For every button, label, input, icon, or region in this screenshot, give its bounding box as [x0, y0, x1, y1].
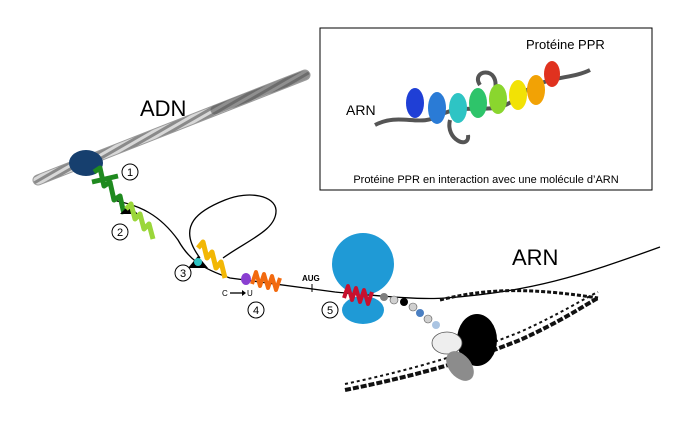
aug-label: AUG — [302, 274, 320, 283]
rna-label: ARN — [512, 245, 558, 270]
inset-helix-lightblue — [428, 92, 446, 124]
dna-label: ADN — [140, 96, 186, 121]
ppr-green-light — [124, 201, 156, 240]
inset-rna-loops — [447, 70, 498, 145]
inset-helix-yellow — [509, 80, 527, 110]
grey-subunit — [446, 351, 474, 381]
step-2-number: 2 — [117, 227, 123, 239]
inset-helix-green — [469, 88, 487, 118]
ribosome-small-subunit — [342, 296, 384, 324]
peptide-chain — [380, 293, 440, 329]
step-2-marker — [111, 223, 129, 241]
inset-caption: Protéine PPR en interaction avec une mol… — [353, 174, 618, 186]
black-subunit — [457, 314, 497, 366]
step-3-marker — [174, 264, 192, 282]
step-4-group — [241, 270, 282, 292]
step-5-number: 5 — [327, 305, 333, 317]
inset-helix-cyan — [449, 93, 467, 123]
step-4-marker — [247, 301, 265, 319]
editing-enzyme — [241, 273, 251, 285]
ppr-red — [342, 284, 374, 306]
c-to-u-arrowhead — [242, 290, 246, 296]
chromosome-strands — [344, 289, 599, 392]
step-3-bead — [194, 258, 202, 266]
inset-helix-orange — [527, 75, 545, 105]
white-subunit — [431, 331, 463, 355]
ppr-orange — [250, 270, 282, 292]
step-3-group — [188, 239, 228, 279]
step-1-marker — [121, 163, 139, 181]
inset-protein-label: Protéine PPR — [526, 37, 605, 52]
c-letter: C — [222, 289, 228, 298]
inset-panel: Protéine PPR ARN Protéine PPR en interac… — [319, 27, 653, 191]
u-letter: U — [247, 289, 253, 298]
step-2-group — [120, 201, 156, 240]
inset-rna-label: ARN — [346, 102, 376, 118]
step-1-number: 1 — [127, 167, 133, 179]
inset-helix-blue — [406, 88, 424, 118]
inset-helix-lime — [489, 84, 507, 114]
step-5-marker — [321, 301, 339, 319]
ppr-green-dark — [91, 165, 127, 215]
translation-complex — [431, 314, 497, 381]
inset-helix-red — [544, 61, 560, 87]
rna-loop — [189, 194, 277, 259]
step-1-group — [69, 150, 127, 215]
ribosome-large-subunit — [332, 233, 394, 295]
step-3-number: 3 — [180, 268, 186, 280]
ppr-yellow — [196, 239, 228, 279]
step-4-number: 4 — [253, 305, 259, 317]
ribosome — [332, 233, 394, 324]
